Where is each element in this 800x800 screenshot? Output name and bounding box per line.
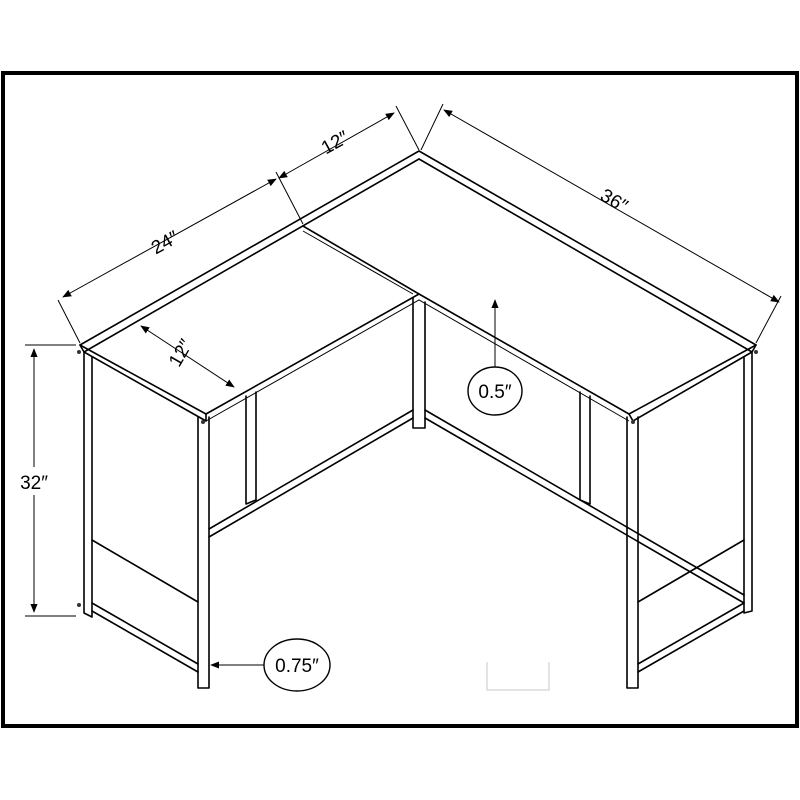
table-rails (91, 409, 745, 673)
dimension-label-height: 32″ (20, 473, 48, 494)
dimension-leg-thickness: 0.75″ (210, 638, 331, 692)
dimension-right-length: 36″ (420, 103, 782, 344)
dimension-top-thickness: 0.5″ (467, 299, 523, 416)
dimension-height: 32″ (14, 344, 76, 617)
dimension-label-leg-thickness: 0.75″ (275, 656, 319, 677)
dimension-left-depth: 24″ (57, 171, 304, 344)
dimension-label-right-length: 36″ (596, 185, 631, 217)
table-legs (83, 297, 753, 689)
table-top (79, 150, 757, 422)
dimension-label-shelf-depth: 12″ (165, 336, 197, 371)
dimension-label-left-depth: 24″ (148, 227, 183, 259)
bolt-holes (77, 350, 758, 607)
dimension-corner-width: 12″ (278, 105, 420, 179)
diagram-border (1, 71, 799, 728)
dimension-shelf-depth: 12″ (140, 325, 235, 388)
dimension-label-top-thickness: 0.5″ (478, 382, 511, 403)
dimension-label-corner-width: 12″ (318, 127, 353, 159)
